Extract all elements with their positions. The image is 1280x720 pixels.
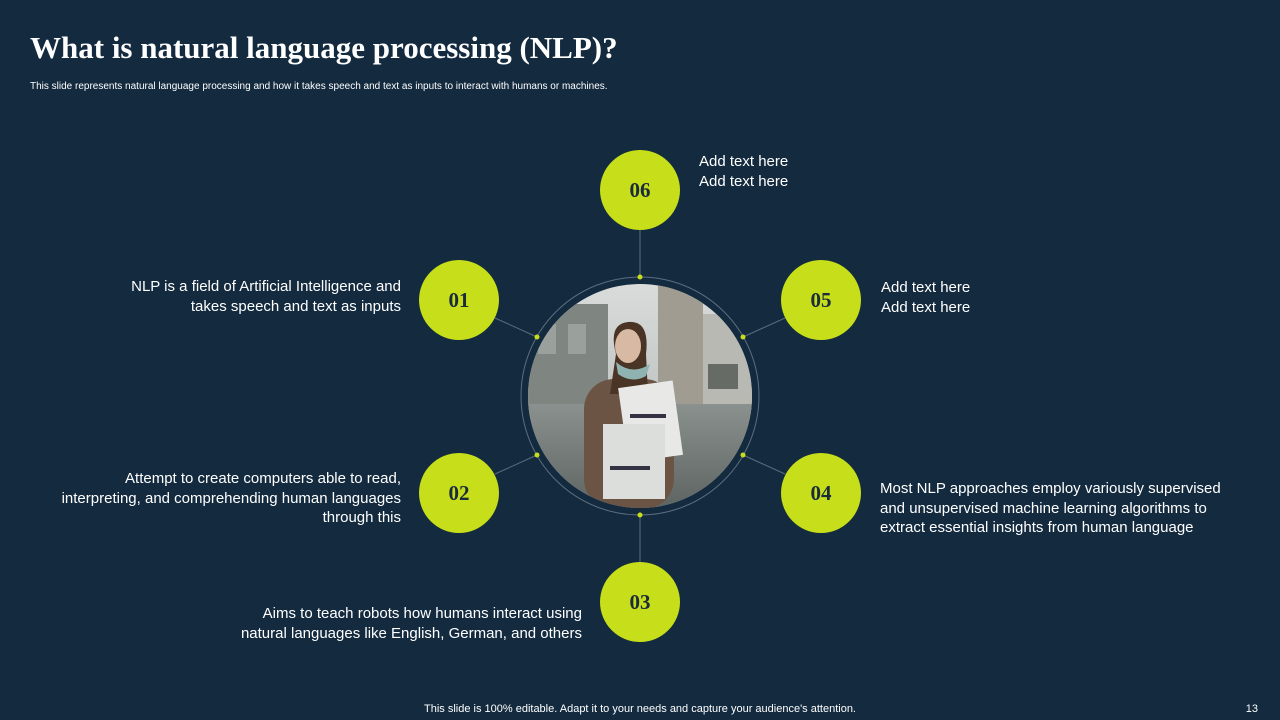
connector-dot-06	[637, 274, 643, 280]
connector-dot-04	[740, 452, 746, 458]
connector-04	[742, 454, 786, 475]
desc-01: NLP is a field of Artificial Intelligenc…	[131, 277, 401, 316]
desc-02-line-1: Attempt to create computers able to read…	[125, 470, 401, 487]
connector-dot-03	[637, 512, 643, 518]
desc-01-line-1: NLP is a field of Artificial Intelligenc…	[131, 278, 401, 295]
desc-03-line-1: Aims to teach robots how humans interact…	[262, 605, 582, 622]
connector-dot-01	[534, 334, 540, 340]
connector-05	[742, 317, 786, 338]
desc-03: Aims to teach robots how humans interact…	[241, 604, 582, 643]
desc-05-line-2: Add text here	[881, 298, 971, 316]
node-02: 02	[419, 453, 499, 533]
desc-04-line-1: Most NLP approaches employ variously sup…	[880, 480, 1221, 497]
node-05: 05	[781, 260, 861, 340]
desc-03-line-2: natural languages like English, German, …	[240, 624, 582, 642]
desc-02-line-2: interpreting, and comprehending human la…	[61, 489, 401, 507]
woman-with-shopping-bags-photo	[528, 284, 752, 508]
desc-06-line-1: Add text here	[699, 153, 789, 170]
slide-title: What is natural language processing (NLP…	[30, 30, 618, 65]
node-03: 03	[600, 562, 680, 642]
connector-dot-05	[740, 334, 746, 340]
desc-04-line-3: extract essential insights from human la…	[880, 519, 1194, 536]
desc-02: Attempt to create computers able to read…	[62, 469, 401, 528]
node-04: 04	[781, 453, 861, 533]
connector-02	[494, 454, 538, 475]
slide-footer: This slide is 100% editable. Adapt it to…	[424, 703, 856, 715]
slide-subtitle: This slide represents natural language p…	[30, 81, 608, 92]
desc-04-line-2: and unsupervised machine learning algori…	[880, 499, 1207, 517]
desc-01-line-2: takes speech and text as inputs	[190, 297, 401, 315]
desc-05-line-1: Add text here	[881, 279, 971, 296]
desc-06: Add text here Add text here	[699, 152, 788, 191]
desc-05: Add text here Add text here	[881, 278, 970, 317]
connector-01	[494, 317, 538, 338]
center-photo	[528, 284, 752, 508]
desc-06-line-2: Add text here	[699, 172, 789, 190]
node-01: 01	[419, 260, 499, 340]
desc-04: Most NLP approaches employ variously sup…	[880, 479, 1221, 538]
node-06: 06	[600, 150, 680, 230]
page-number: 13	[1245, 703, 1258, 715]
connector-dot-02	[534, 452, 540, 458]
desc-02-line-3: through this	[322, 509, 401, 526]
